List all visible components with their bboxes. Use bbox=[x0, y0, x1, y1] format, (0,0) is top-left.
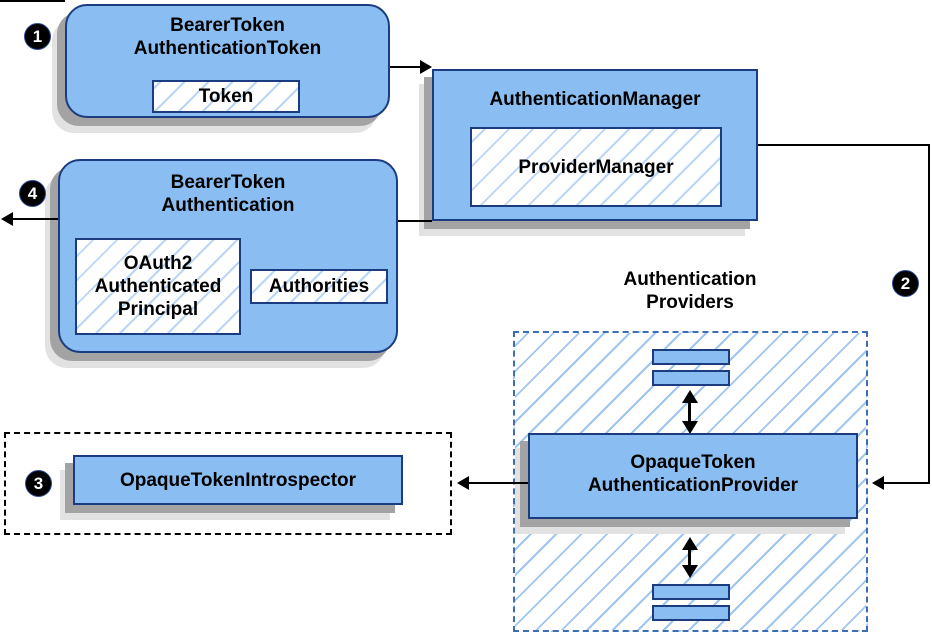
connector-authentication-out bbox=[13, 218, 58, 220]
inner-box-token-label: Token bbox=[198, 86, 254, 107]
provider-placeholder-icon bbox=[652, 605, 730, 621]
connector-manager-to-provider-bottom bbox=[884, 482, 930, 484]
connector-manager-to-provider-side bbox=[928, 144, 930, 484]
node-opaque-token-authentication-provider: OpaqueToken AuthenticationProvider bbox=[528, 433, 858, 519]
introspector-group-container bbox=[4, 432, 452, 535]
provider-placeholder-icon bbox=[652, 349, 730, 365]
step-badge-2-number: 2 bbox=[900, 274, 911, 293]
principal-label-line: Authenticated bbox=[94, 276, 222, 297]
node-title: OpaqueTokenIntrospector bbox=[119, 469, 357, 491]
inner-box-authorities-label: Authorities bbox=[268, 276, 370, 297]
node-authentication-manager: AuthenticationManager ProviderManager bbox=[432, 69, 758, 221]
node-bearer-token-authentication: BearerToken Authentication OAuth2 Authen… bbox=[58, 159, 398, 353]
connector-manager-to-provider-top bbox=[758, 144, 930, 146]
double-arrow-shaft bbox=[688, 401, 691, 423]
arrowhead-up-icon bbox=[682, 390, 698, 403]
step-badge-2: 2 bbox=[892, 270, 919, 297]
node-title-line: Authentication bbox=[161, 195, 295, 216]
arrowhead-down-icon bbox=[682, 565, 698, 578]
principal-label-line: Principal bbox=[117, 299, 199, 320]
arrowhead-left-icon bbox=[457, 476, 469, 490]
step-badge-4-number: 4 bbox=[27, 184, 38, 203]
node-title-line: AuthenticationProvider bbox=[587, 475, 799, 496]
connector-provider-to-introspector bbox=[469, 482, 528, 484]
inner-box-oauth2-authenticated-principal: OAuth2 Authenticated Principal bbox=[75, 238, 241, 335]
providers-group-label-line: Authentication bbox=[623, 269, 757, 290]
arrowhead-left-icon bbox=[872, 476, 884, 490]
node-bearer-token-authentication-token: BearerToken AuthenticationToken Token bbox=[65, 4, 390, 118]
connector-token-to-manager bbox=[390, 66, 420, 68]
provider-placeholder-icon bbox=[652, 370, 730, 386]
step-badge-3-number: 3 bbox=[33, 474, 44, 493]
arrowhead-up-icon bbox=[682, 537, 698, 550]
step-badge-1: 1 bbox=[24, 23, 51, 50]
arrowhead-right-icon bbox=[420, 60, 432, 74]
principal-label-line: OAuth2 bbox=[123, 253, 193, 274]
inner-box-token: Token bbox=[152, 80, 300, 113]
connector-manager-to-authentication bbox=[398, 220, 432, 222]
double-arrow-shaft bbox=[688, 548, 691, 567]
providers-group-label-line: Providers bbox=[646, 292, 734, 313]
node-title-line: BearerToken bbox=[170, 15, 285, 36]
connector-incoming-request bbox=[0, 0, 65, 2]
node-title-line: BearerToken bbox=[170, 172, 286, 193]
node-title: AuthenticationManager bbox=[489, 89, 701, 110]
inner-box-provider-manager-label: ProviderManager bbox=[518, 156, 674, 178]
arrowhead-left-icon bbox=[1, 212, 13, 226]
node-title-line: OpaqueToken bbox=[630, 452, 756, 473]
step-badge-3: 3 bbox=[25, 470, 52, 497]
step-badge-1-number: 1 bbox=[32, 27, 43, 46]
step-badge-4: 4 bbox=[19, 180, 46, 207]
inner-box-authorities: Authorities bbox=[250, 269, 388, 304]
node-opaque-token-introspector: OpaqueTokenIntrospector bbox=[73, 455, 403, 505]
node-title-line: AuthenticationToken bbox=[133, 38, 322, 59]
arrowhead-down-icon bbox=[682, 421, 698, 434]
providers-group-label: Authentication Providers bbox=[555, 268, 825, 314]
provider-placeholder-icon bbox=[652, 584, 730, 600]
inner-box-provider-manager: ProviderManager bbox=[470, 127, 722, 207]
